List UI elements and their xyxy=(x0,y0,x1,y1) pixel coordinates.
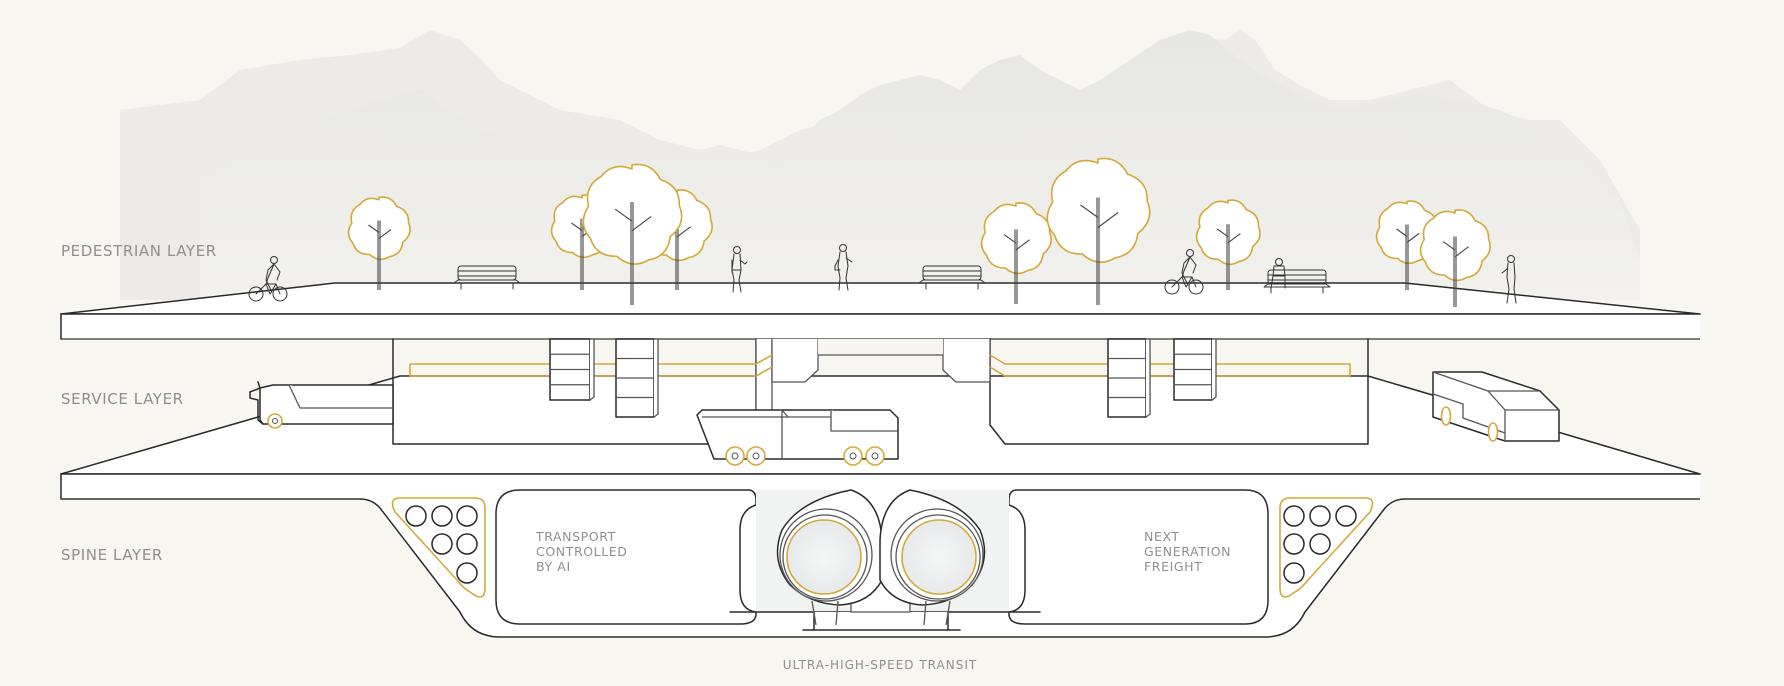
service-block-right xyxy=(989,338,1369,445)
pedestrian-slab xyxy=(61,314,1700,339)
cyclist xyxy=(1164,249,1204,295)
utility-pipe xyxy=(1283,533,1305,555)
tree xyxy=(1419,209,1491,307)
column xyxy=(549,338,595,401)
tree-canopy xyxy=(582,163,683,265)
tree xyxy=(1195,199,1261,290)
label-transport-ai: TRANSPORT CONTROLLED BY AI xyxy=(535,529,632,574)
trees xyxy=(347,157,1491,307)
columns xyxy=(549,338,1217,418)
tree-trunk xyxy=(1453,236,1457,307)
truck-wheels xyxy=(725,446,885,466)
tree xyxy=(347,196,411,290)
caption-ultra-high-speed-transit: ULTRA-HIGH-SPEED TRANSIT xyxy=(783,658,977,672)
bench xyxy=(918,265,986,290)
seated-person xyxy=(1270,258,1286,289)
tree xyxy=(582,163,683,305)
pipes-right xyxy=(1283,505,1357,584)
tree-trunk xyxy=(630,202,634,305)
cyclist xyxy=(248,256,288,302)
tree-trunk xyxy=(1096,197,1100,305)
utility-pipe-right xyxy=(989,354,1351,377)
label-freight: NEXT GENERATION FREIGHT xyxy=(1144,529,1236,574)
utility-pipe xyxy=(1309,505,1331,527)
utility-bundle-left xyxy=(391,497,486,598)
utility-bundle-right xyxy=(1279,497,1374,598)
label-pedestrian-layer: PEDESTRIAN LAYER xyxy=(61,242,217,260)
utility-pipe xyxy=(456,533,478,555)
truck-center xyxy=(696,409,899,466)
utility-pipe xyxy=(1335,505,1357,527)
column xyxy=(1173,338,1217,401)
label-spine-layer: SPINE LAYER xyxy=(61,546,163,564)
bench xyxy=(453,265,521,290)
utility-pipe xyxy=(1309,533,1331,555)
pedestrian xyxy=(731,246,748,293)
utility-pipe xyxy=(431,533,453,555)
van-right xyxy=(1432,371,1560,442)
tree-trunk xyxy=(1226,224,1230,290)
label-service-layer: SERVICE LAYER xyxy=(61,390,184,408)
tree-canopy xyxy=(1046,157,1151,263)
utility-pipe xyxy=(456,562,478,584)
column xyxy=(1107,338,1151,418)
hyperloop-tubes xyxy=(729,489,1041,631)
people xyxy=(248,244,1517,304)
spine-layer: TRANSPORT CONTROLLED BY AI NEXT GENERATI… xyxy=(61,489,1700,638)
pedestrian xyxy=(834,244,853,291)
utility-pipe xyxy=(1283,562,1305,584)
service-layer xyxy=(60,338,1701,500)
column xyxy=(615,338,659,418)
tree xyxy=(1046,157,1151,305)
pedestrian xyxy=(1501,255,1517,304)
tube-right xyxy=(879,489,986,626)
benches xyxy=(453,265,1331,294)
pipes-left xyxy=(405,505,478,584)
bus-left xyxy=(249,381,394,429)
utility-pipe xyxy=(1283,505,1305,527)
utility-pipe xyxy=(405,505,427,527)
utility-pipe xyxy=(456,505,478,527)
tube-left xyxy=(776,489,883,626)
utility-pipe xyxy=(431,505,453,527)
